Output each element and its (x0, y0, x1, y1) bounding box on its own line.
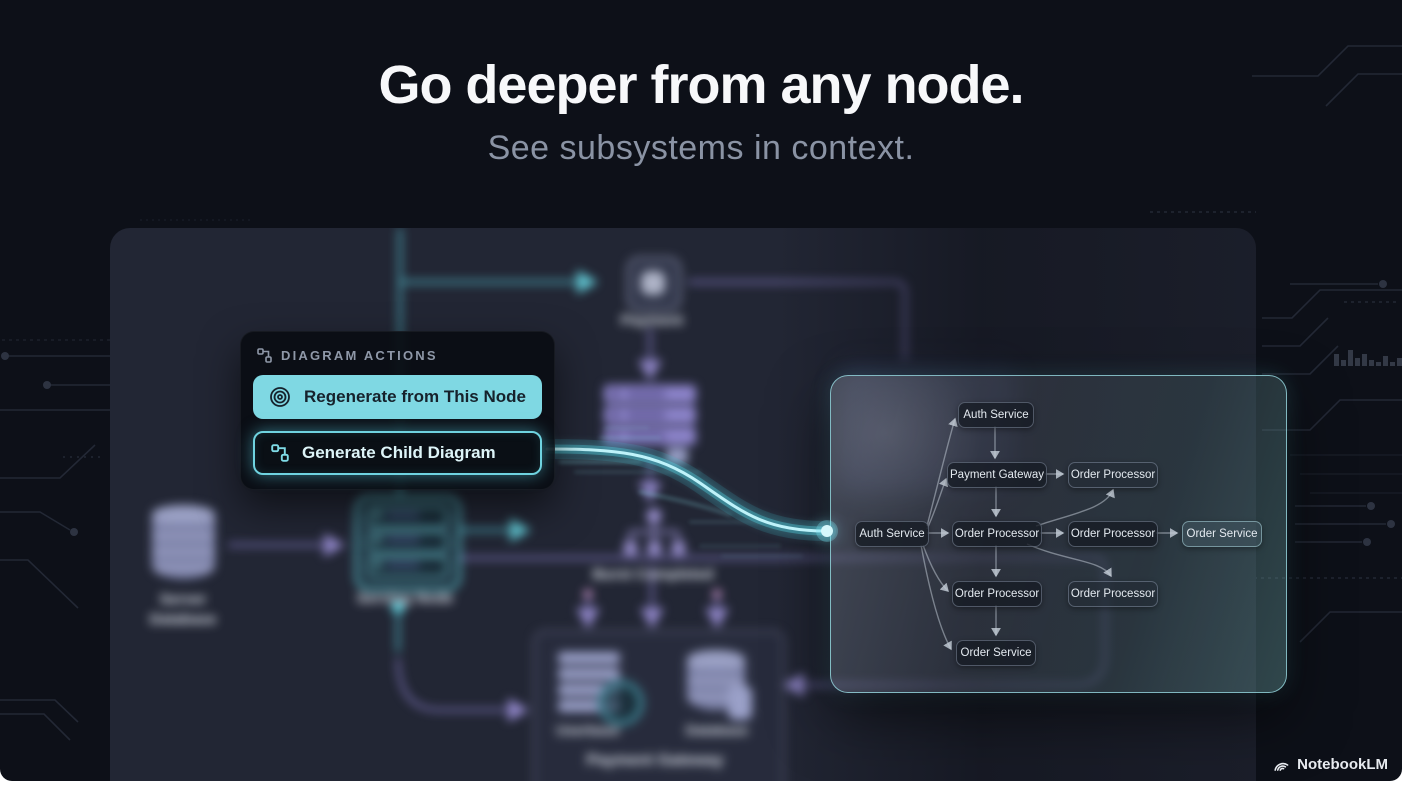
diagram-node-n6[interactable]: Order Processor (1068, 521, 1158, 547)
regenerate-from-node-button[interactable]: Regenerate from This Node (253, 375, 542, 419)
diagram-node-n5[interactable]: Order Processor (952, 521, 1042, 547)
headline: Go deeper from any node. See subsystems … (0, 55, 1402, 168)
target-icon (270, 387, 290, 407)
logo-text: NotebookLM (1297, 756, 1388, 773)
diagram-actions-menu: DIAGRAM ACTIONS Regenerate from This Nod… (240, 331, 555, 490)
page-subtitle: See subsystems in context. (487, 129, 915, 168)
equalizer-icon (1334, 350, 1402, 366)
child-diagram-edges (920, 417, 1179, 651)
diagram-node-n4[interactable]: Auth Service (855, 521, 929, 547)
menu-header-label: DIAGRAM ACTIONS (281, 348, 438, 363)
page-title: Go deeper from any node. (378, 55, 1024, 115)
generate-child-button-label: Generate Child Diagram (302, 443, 496, 462)
diagram-node-n2[interactable]: Payment Gateway (947, 462, 1047, 488)
diagram-node-n7[interactable]: Order Service (1182, 521, 1262, 547)
menu-header: DIAGRAM ACTIONS (253, 344, 542, 375)
generate-child-diagram-button[interactable]: Generate Child Diagram (253, 431, 542, 475)
child-nodes-icon (257, 348, 272, 363)
diagram-node-n3[interactable]: Order Processor (1068, 462, 1158, 488)
child-nodes-icon (271, 444, 289, 462)
notebooklm-branding: NotebookLM (1272, 756, 1388, 773)
diagram-node-n9[interactable]: Order Processor (1068, 581, 1158, 607)
diagram-node-n8[interactable]: Order Processor (952, 581, 1042, 607)
notebooklm-swoosh-icon (1274, 762, 1289, 771)
diagram-node-n1[interactable]: Auth Service (958, 402, 1034, 428)
regenerate-button-label: Regenerate from This Node (304, 387, 526, 406)
diagram-node-n10[interactable]: Order Service (956, 640, 1036, 666)
